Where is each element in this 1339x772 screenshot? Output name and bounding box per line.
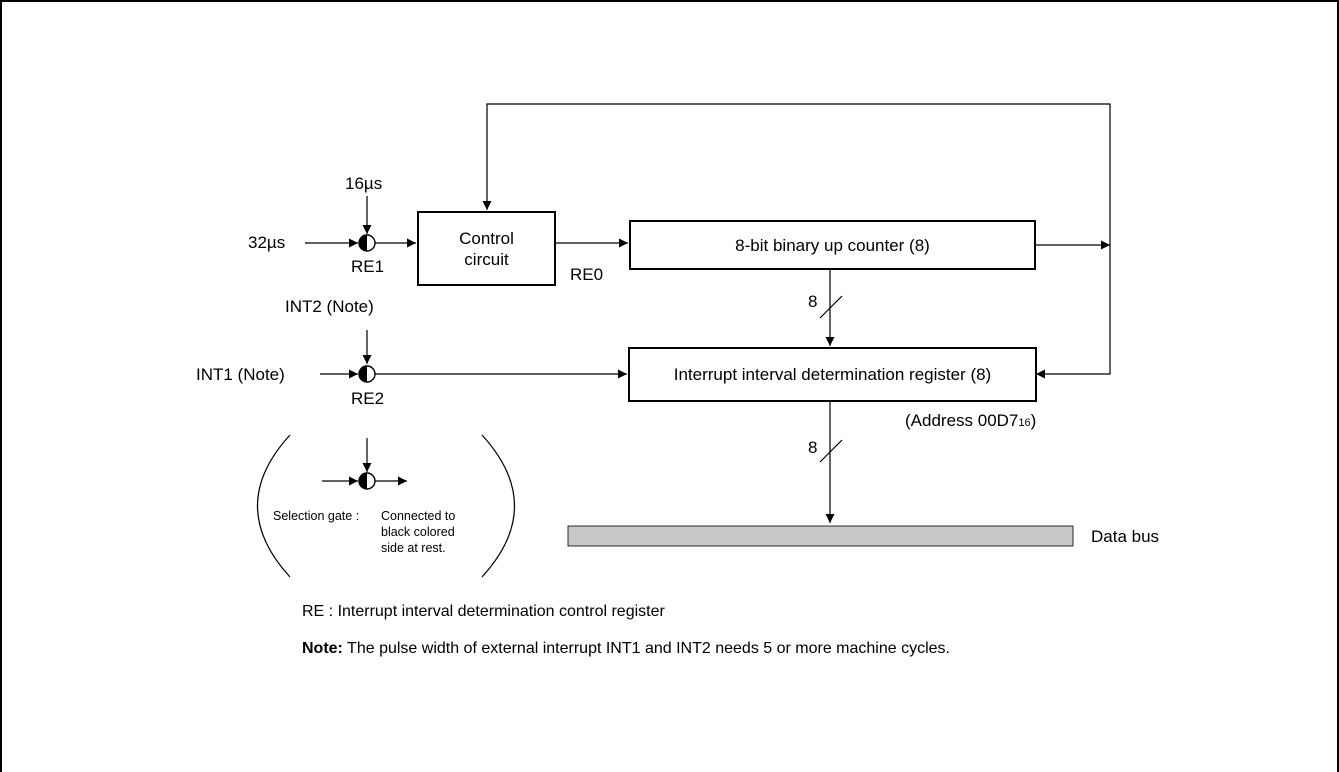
legend-gate — [358, 472, 376, 490]
legend-selection-gate: Selection gate : — [273, 509, 360, 523]
data-bus — [567, 525, 1074, 547]
legend-right-paren — [481, 434, 516, 578]
legend-line1: Connected to — [381, 509, 456, 523]
note-label: Note: — [302, 640, 343, 657]
clock-16-label: 16µs — [345, 174, 383, 193]
register-label: Interrupt interval determination registe… — [673, 365, 992, 384]
bus-width-2: 8 — [808, 438, 818, 457]
register-block: Interrupt interval determination registe… — [628, 347, 1037, 402]
legend-line2: black colored — [381, 525, 455, 539]
legend-line3: side at rest. — [381, 541, 446, 555]
address-subscript: 16 — [1018, 417, 1031, 429]
int1-label: INT1 (Note) — [196, 365, 285, 384]
feedback-line — [482, 103, 1111, 245]
address-suffix: ) — [1030, 411, 1037, 430]
address-prefix: (Address 00D7 — [905, 411, 1019, 430]
counter-to-register-line — [1036, 245, 1111, 379]
re2-label: RE2 — [351, 389, 385, 408]
gate-re2 — [358, 365, 376, 383]
re1-label: RE1 — [351, 257, 385, 276]
counter-block: 8-bit binary up counter (8) — [629, 220, 1036, 270]
re0-label: RE0 — [570, 265, 604, 284]
counter-label: 8-bit binary up counter (8) — [735, 235, 930, 255]
note: Note: The pulse width of external interr… — [302, 639, 950, 659]
address-label: (Address 00D716) — [905, 411, 1036, 433]
re-definition: RE : Interrupt interval determination co… — [302, 603, 665, 620]
int2-label: INT2 (Note) — [285, 297, 374, 316]
legend-left-paren — [256, 434, 291, 578]
bus-width-slash-1 — [819, 295, 843, 319]
gate-re1 — [358, 234, 376, 252]
bus-width-1: 8 — [808, 292, 818, 311]
note-text: The pulse width of external interrupt IN… — [342, 640, 950, 657]
control-label-line1: Control — [459, 228, 514, 248]
clock-32-label: 32µs — [248, 233, 286, 252]
control-label-line2: circuit — [464, 249, 509, 269]
data-bus-label: Data bus — [1091, 527, 1160, 546]
bus-width-slash-2 — [819, 439, 843, 463]
control-circuit-block: Control circuit — [417, 211, 556, 286]
